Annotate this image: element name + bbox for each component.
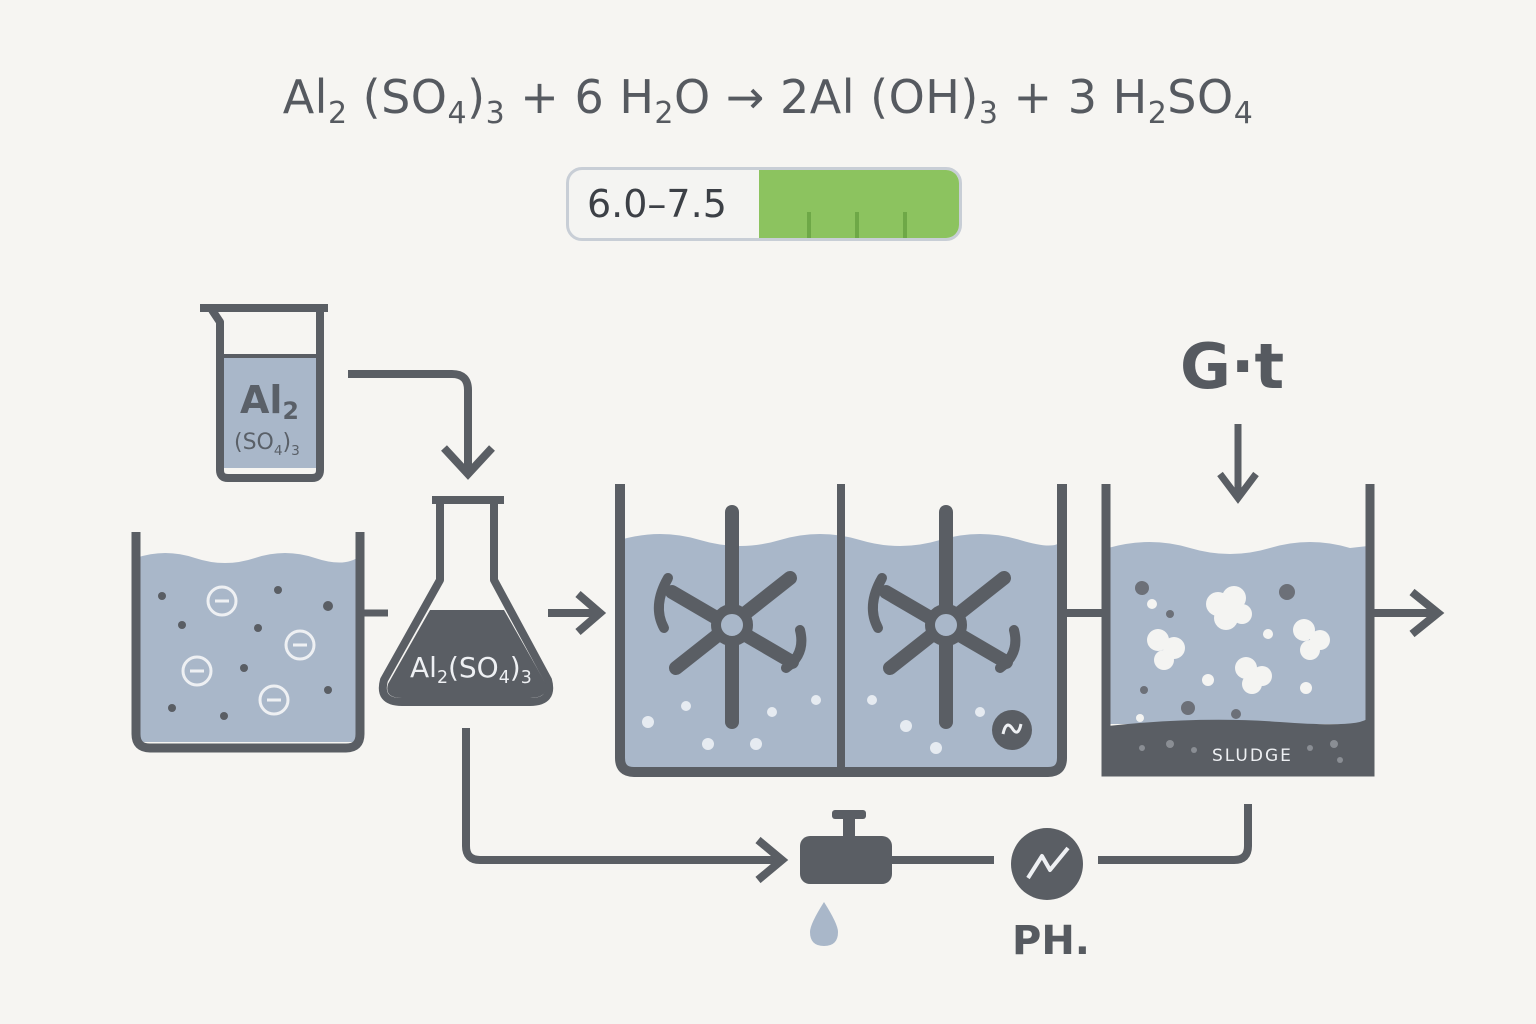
flocculation-tank <box>615 484 1067 777</box>
ph-tick <box>855 212 859 238</box>
drop-icon <box>810 902 838 946</box>
negative-charge-icon <box>181 585 316 716</box>
sedimentation-tank <box>1101 484 1375 777</box>
beaker-icon <box>200 304 328 482</box>
ph-tick <box>903 212 907 238</box>
raw-water-tank <box>131 532 365 753</box>
meter-icon <box>1011 828 1083 900</box>
flask-formula: Al2(SO4)3 <box>410 651 532 688</box>
valve-icon <box>800 810 892 884</box>
ph-meter-label: PH. <box>1012 918 1090 964</box>
beaker-formula-line1: Al2 <box>240 378 299 425</box>
wave-icon <box>992 710 1032 750</box>
flask-icon <box>378 496 554 706</box>
ph-range-indicator <box>759 170 959 238</box>
sludge-label: SLUDGE <box>1212 746 1293 766</box>
velocity-gradient-label: G·t <box>1180 330 1285 403</box>
ph-tick <box>807 212 811 238</box>
mixer-icon <box>867 505 1021 729</box>
floc-particles <box>1136 586 1330 722</box>
ph-range-label: 6.0–7.5 <box>587 182 727 226</box>
beaker-formula-line2: (SO4)3 <box>234 430 300 459</box>
ph-range-bar: 6.0–7.5 <box>566 167 962 241</box>
mixer-icon <box>653 505 807 729</box>
reaction-equation: Al2 (SO4)3 + 6 H2O → 2Al (OH)3 + 3 H2SO4 <box>282 70 1254 131</box>
